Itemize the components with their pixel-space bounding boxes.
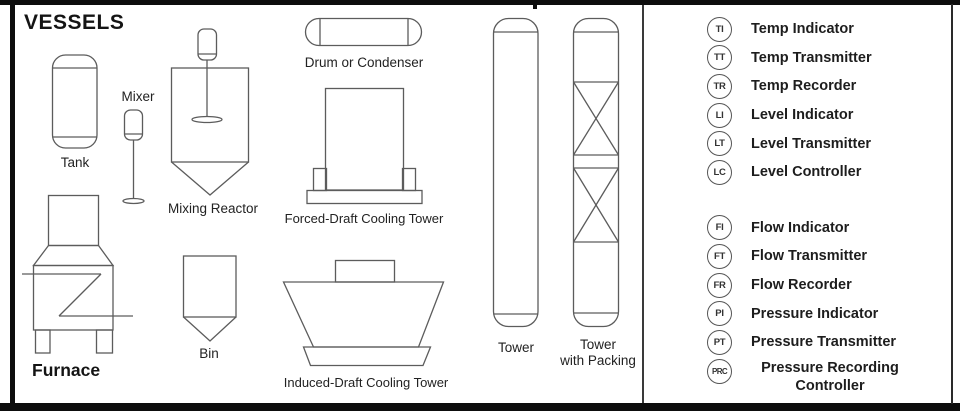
legend-group-gap: [707, 187, 953, 214]
legend-label: Pressure Indicator: [751, 305, 879, 322]
drum-condenser-label: Drum or Condenser: [304, 55, 424, 70]
tower-with-packing-symbol: [572, 17, 620, 328]
legend-label: Temp Recorder: [751, 78, 857, 95]
mixing-reactor-label: Mixing Reactor: [167, 201, 259, 216]
instrument-tag-circle: FR: [707, 272, 732, 298]
legend-row-prc: PRC Pressure Recording Controller: [707, 358, 953, 397]
mixer-symbol: [122, 109, 145, 205]
bottom-border: [0, 403, 960, 411]
instrument-tag-circle: TT: [707, 45, 732, 71]
instrument-tag-circle: PI: [707, 301, 732, 327]
legend-label: Level Transmitter: [751, 135, 872, 152]
legend-row-lc: LC Level Controller: [707, 158, 953, 187]
instrument-tag-circle: PT: [707, 329, 732, 355]
legend-row-tt: TT Temp Transmitter: [707, 44, 953, 73]
instrument-tag-circle: FI: [707, 215, 732, 241]
mixer-label: Mixer: [121, 89, 155, 104]
induced-draft-cooling-tower-label: Induced-Draft Cooling Tower: [283, 375, 449, 390]
instrument-tag-circle: LT: [707, 131, 732, 157]
tank-symbol: [51, 54, 98, 149]
legend-label: Pressure Transmitter: [751, 334, 897, 351]
legend-row-lt: LT Level Transmitter: [707, 129, 953, 158]
legend-label: Temp Indicator: [751, 21, 854, 38]
instrument-tag-circle: TI: [707, 16, 732, 42]
instrument-tag-circle: FT: [707, 243, 732, 269]
legend-row-li: LI Level Indicator: [707, 101, 953, 130]
tank-label: Tank: [60, 155, 90, 170]
forced-draft-cooling-tower-symbol: [306, 87, 423, 205]
bin-symbol: [182, 255, 237, 342]
bin-label: Bin: [199, 346, 219, 361]
legend-label: Flow Indicator: [751, 219, 850, 236]
legend-row-ft: FT Flow Transmitter: [707, 242, 953, 271]
top-column-tick: [533, 0, 537, 9]
instrument-legend: TI Temp Indicator TT Temp Transmitter TR…: [707, 15, 953, 396]
legend-label: Temp Transmitter: [751, 49, 872, 66]
left-border: [10, 0, 15, 410]
instrument-tag-circle: PRC: [707, 358, 732, 384]
furnace-label: Furnace: [32, 360, 101, 380]
instrument-tag-circle: TR: [707, 73, 732, 99]
drum-condenser-symbol: [304, 17, 423, 47]
legend-label: Flow Transmitter: [751, 248, 868, 265]
right-border: [951, 4, 953, 404]
legend-row-tr: TR Temp Recorder: [707, 72, 953, 101]
instrument-tag-circle: LC: [707, 159, 732, 185]
legend-row-pi: PI Pressure Indicator: [707, 299, 953, 328]
tower-with-packing-label: Tower with Packing: [560, 337, 636, 369]
furnace-symbol: [22, 194, 133, 354]
tower-with-packing-label-line2: with Packing: [560, 352, 636, 368]
legend-row-ti: TI Temp Indicator: [707, 15, 953, 44]
section-divider-line: [642, 5, 644, 403]
mixing-reactor-symbol: [170, 28, 250, 196]
legend-label: Level Indicator: [751, 107, 854, 124]
legend-row-pt: PT Pressure Transmitter: [707, 328, 953, 357]
section-title: VESSELS: [24, 11, 125, 34]
instrument-tag-circle: LI: [707, 102, 732, 128]
legend-row-fr: FR Flow Recorder: [707, 271, 953, 300]
legend-row-fi: FI Flow Indicator: [707, 214, 953, 243]
tower-symbol: [492, 17, 539, 328]
forced-draft-cooling-tower-label: Forced-Draft Cooling Tower: [284, 211, 444, 226]
legend-label: Flow Recorder: [751, 277, 852, 294]
induced-draft-cooling-tower-symbol: [282, 259, 445, 367]
top-border: [0, 0, 960, 5]
legend-label: Level Controller: [751, 164, 862, 181]
tower-label: Tower: [497, 340, 535, 355]
legend-label: Pressure Recording Controller: [761, 359, 899, 395]
tower-with-packing-label-line1: Tower: [579, 337, 617, 352]
